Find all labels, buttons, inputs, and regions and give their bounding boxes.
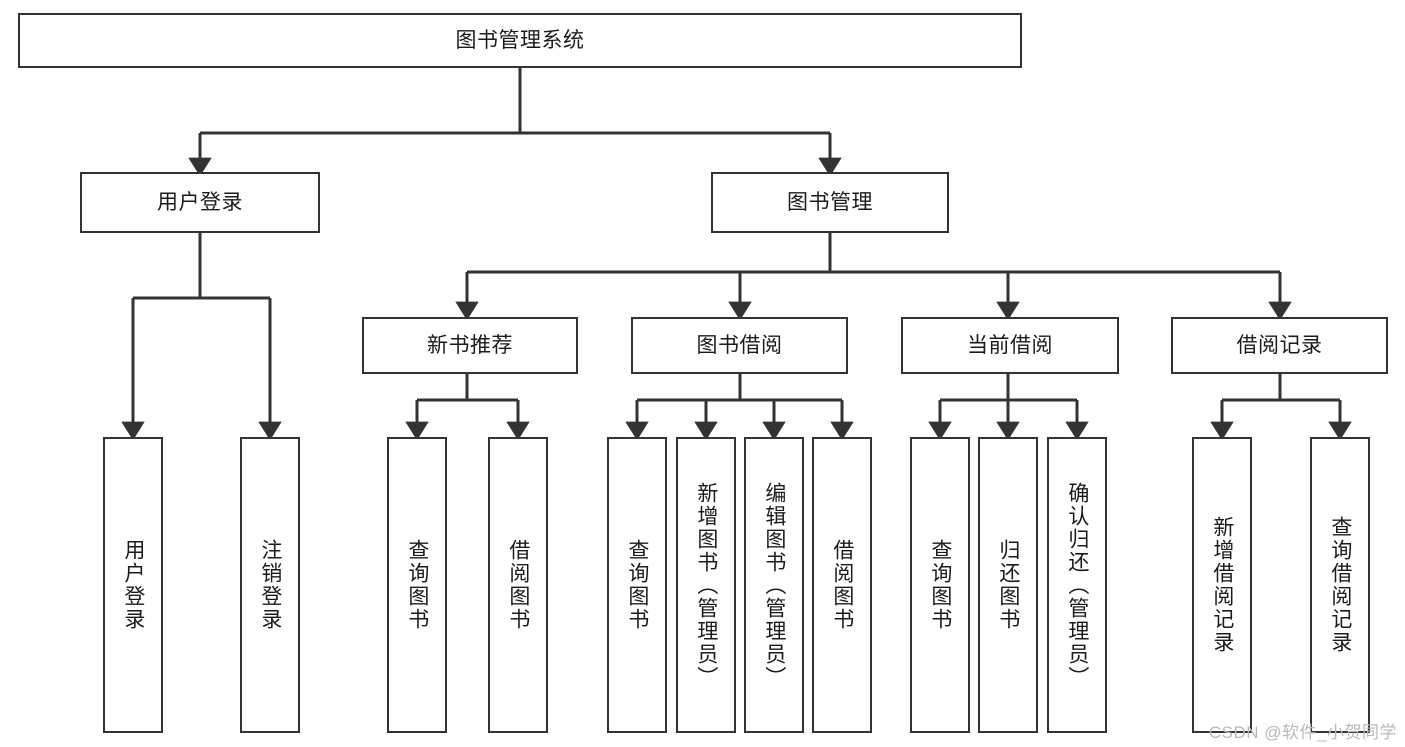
leaf-br-add-record[interactable]: 新增借阅记录 [1192,437,1252,733]
node-book-management[interactable]: 图书管理 [711,172,949,233]
leaf-bb-borrow-book[interactable]: 借阅图书 [812,437,872,733]
node-root-book-management-system[interactable]: 图书管理系统 [18,13,1022,68]
node-book-borrow[interactable]: 图书借阅 [631,317,848,374]
leaf-cb-confirm-return-admin-label: 确认归还（管理员） [1065,481,1089,689]
node-new-book-recommend[interactable]: 新书推荐 [362,317,578,374]
leaf-bb-add-book-admin-label: 新增图书（管理员） [694,481,718,689]
leaf-cb-confirm-return-admin[interactable]: 确认归还（管理员） [1047,437,1107,733]
node-book-management-label: 图书管理 [787,190,873,214]
node-current-borrow[interactable]: 当前借阅 [901,317,1119,374]
node-borrow-record[interactable]: 借阅记录 [1171,317,1388,374]
node-current-borrow-label: 当前借阅 [967,333,1053,357]
leaf-bb-query-book[interactable]: 查询图书 [607,437,667,733]
leaf-bb-query-book-label: 查询图书 [625,539,649,631]
leaf-br-query-record[interactable]: 查询借阅记录 [1310,437,1370,733]
leaf-logout[interactable]: 注销登录 [240,437,300,733]
leaf-cb-return-book[interactable]: 归还图书 [978,437,1038,733]
node-user-login[interactable]: 用户登录 [80,172,320,233]
leaf-bb-add-book-admin[interactable]: 新增图书（管理员） [676,437,736,733]
leaf-cb-query-book-label: 查询图书 [928,539,952,631]
node-root-label: 图书管理系统 [455,28,585,52]
csdn-watermark: CSDN @软件_小贺同学 [1208,723,1397,742]
node-book-borrow-label: 图书借阅 [696,333,783,357]
node-new-book-recommend-label: 新书推荐 [427,333,513,357]
leaf-bb-edit-book-admin-label: 编辑图书（管理员） [762,481,786,689]
node-borrow-record-label: 借阅记录 [1236,333,1323,357]
leaf-cb-query-book[interactable]: 查询图书 [910,437,970,733]
leaf-cb-return-book-label: 归还图书 [996,539,1020,631]
leaf-nb-query-book[interactable]: 查询图书 [387,437,447,733]
leaf-nb-borrow-book[interactable]: 借阅图书 [488,437,548,733]
node-user-login-label: 用户登录 [157,190,243,214]
leaf-user-login-label: 用户登录 [121,539,145,631]
leaf-user-login[interactable]: 用户登录 [103,437,163,733]
leaf-br-add-record-label: 新增借阅记录 [1210,516,1234,654]
leaf-logout-label: 注销登录 [258,539,282,631]
leaf-nb-query-book-label: 查询图书 [405,539,429,631]
leaf-bb-edit-book-admin[interactable]: 编辑图书（管理员） [744,437,804,733]
leaf-bb-borrow-book-label: 借阅图书 [830,539,854,631]
leaf-br-query-record-label: 查询借阅记录 [1328,516,1352,654]
leaf-nb-borrow-book-label: 借阅图书 [506,539,530,631]
